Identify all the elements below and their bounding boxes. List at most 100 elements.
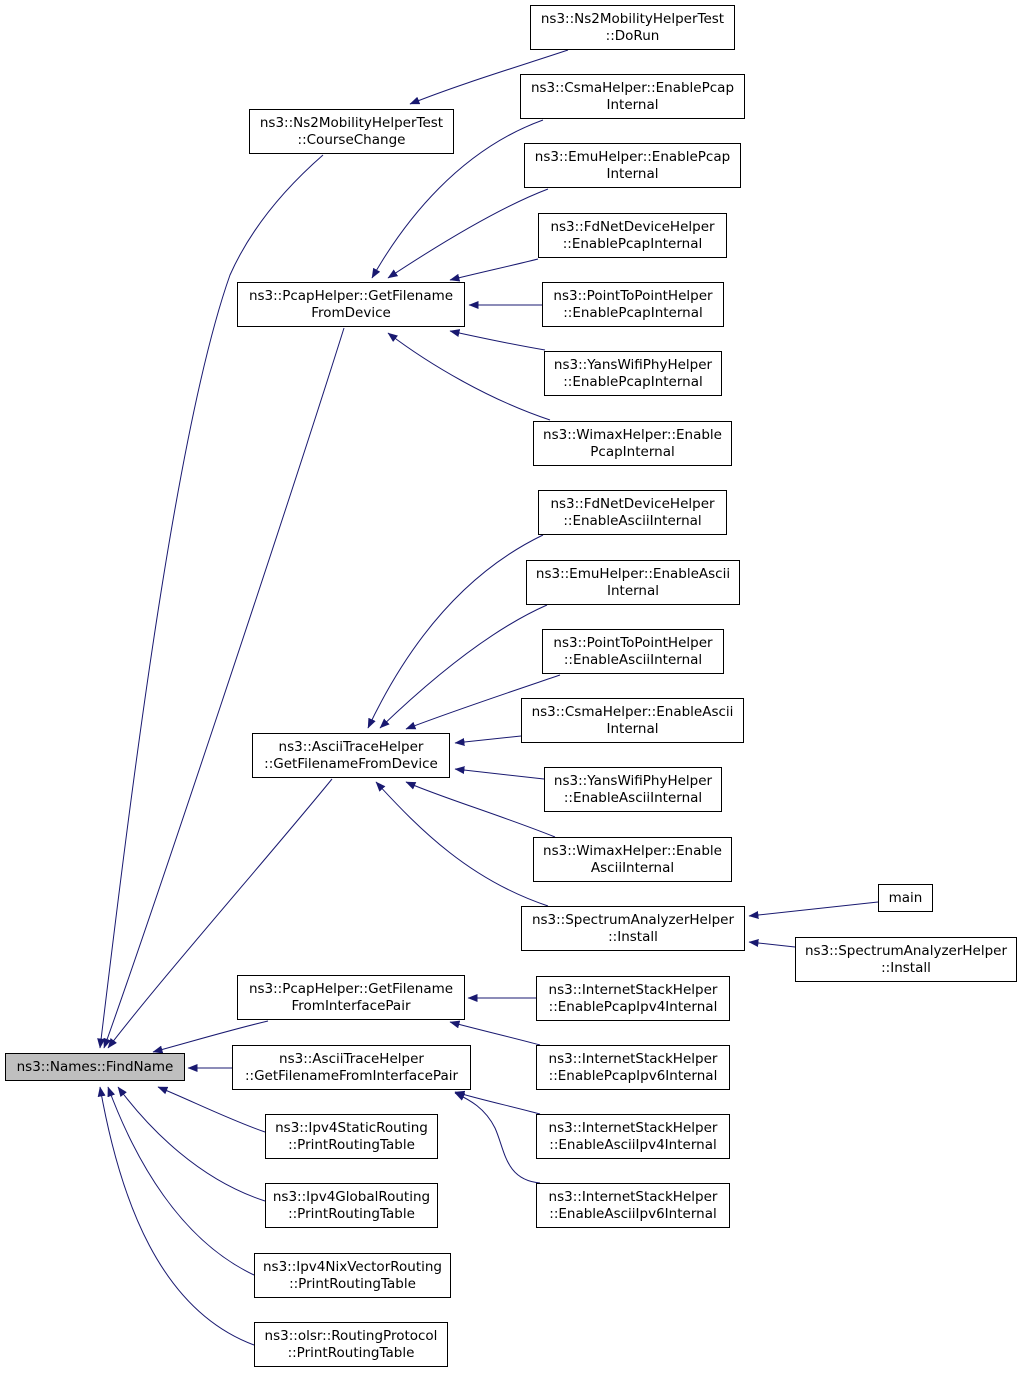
edge-fdpcap-to-pcapdev [449, 258, 539, 282]
node-label-line: ::EnableAsciiIpv6Internal [549, 1205, 717, 1222]
node-label-line: ::PrintRoutingTable [289, 1275, 416, 1292]
edge-p2pascii-to-asciidev [405, 674, 561, 730]
node-label-line: ::GetFilenameFromDevice [264, 755, 438, 772]
edge-wimaxpcap-to-pcapdev [387, 332, 551, 421]
node-label-line: ns3::SpectrumAnalyzerHelper [531, 911, 735, 928]
node-label-line: ns3::InternetStackHelper [548, 981, 718, 998]
root-node[interactable]: ns3::Names::FindName [5, 1053, 185, 1081]
node-label-line: ns3::InternetStackHelper [548, 1188, 718, 1205]
node-label-line: ns3::InternetStackHelper [548, 1050, 718, 1067]
graph-node-ipv4nix[interactable]: ns3::Ipv4NixVectorRouting::PrintRoutingT… [254, 1253, 451, 1298]
graph-node-specinstall2[interactable]: ns3::SpectrumAnalyzerHelper::Install [795, 937, 1017, 982]
node-label-line: ns3::Names::FindName [16, 1058, 174, 1075]
edge-wimaxascii-to-asciidev [405, 781, 556, 838]
node-label-line: ns3::YansWifiPhyHelper [553, 356, 713, 373]
node-label-line: ::EnablePcapInternal [562, 235, 703, 252]
graph-node-ipv4global[interactable]: ns3::Ipv4GlobalRouting::PrintRoutingTabl… [265, 1183, 438, 1228]
node-label-line: ns3::SpectrumAnalyzerHelper [804, 942, 1008, 959]
graph-node-ipv4static[interactable]: ns3::Ipv4StaticRouting::PrintRoutingTabl… [265, 1114, 438, 1159]
node-label-line: ns3::PointToPointHelper [553, 634, 713, 651]
graph-node-ns2course[interactable]: ns3::Ns2MobilityHelperTest::CourseChange [249, 109, 454, 154]
graph-node-fdpcap[interactable]: ns3::FdNetDeviceHelper::EnablePcapIntern… [538, 213, 727, 258]
node-label-line: ns3::YansWifiPhyHelper [553, 772, 713, 789]
graph-node-asciidev[interactable]: ns3::AsciiTraceHelper::GetFilenameFromDe… [252, 733, 450, 778]
node-label-line: ::EnableAsciiInternal [563, 512, 702, 529]
graph-node-specinstall[interactable]: ns3::SpectrumAnalyzerHelper::Install [521, 906, 745, 951]
graph-node-olsr[interactable]: ns3::olsr::RoutingProtocol::PrintRouting… [254, 1322, 448, 1367]
edge-fdascii-to-asciidev [367, 534, 544, 729]
node-label-line: ns3::Ipv4NixVectorRouting [262, 1258, 443, 1275]
graph-node-fdascii[interactable]: ns3::FdNetDeviceHelper::EnableAsciiInter… [538, 490, 727, 535]
edge-emuascii-to-asciidev [379, 604, 548, 729]
node-label-line: Internal [606, 582, 660, 599]
node-label-line: ::GetFilenameFromInterfacePair [244, 1067, 459, 1084]
edge-ipv4global-to-root [117, 1086, 266, 1202]
node-label-line: ::EnableAsciiInternal [563, 789, 703, 806]
node-label-line: ns3::PcapHelper::GetFilename [248, 287, 454, 304]
edge-main-to-specinstall [748, 901, 879, 919]
node-label-line: ns3::FdNetDeviceHelper [550, 218, 715, 235]
node-label-line: ns3::WimaxHelper::Enable [543, 426, 722, 443]
graph-node-instpcap6[interactable]: ns3::InternetStackHelper::EnablePcapIpv6… [536, 1045, 730, 1090]
edge-pcappair-to-root [152, 1020, 269, 1054]
node-label-line: ::EnableAsciiInternal [563, 651, 703, 668]
edge-pcapdev-to-root [103, 327, 345, 1049]
edge-emupcap-to-pcapdev [387, 188, 549, 279]
edge-ipv4nix-to-root [107, 1086, 255, 1276]
edge-specinstall2-to-specinstall [748, 939, 796, 948]
node-label-line: ::CourseChange [297, 131, 406, 148]
graph-node-yansascii[interactable]: ns3::YansWifiPhyHelper::EnableAsciiInter… [544, 767, 722, 812]
node-label-line: ns3::AsciiTraceHelper [278, 738, 424, 755]
edge-olsr-to-root [97, 1086, 255, 1346]
graph-node-instascii4[interactable]: ns3::InternetStackHelper::EnableAsciiIpv… [536, 1114, 730, 1159]
edge-csmaascii-to-asciidev [454, 735, 522, 746]
node-label-line: ns3::CsmaHelper::EnablePcap [530, 79, 735, 96]
node-label-line: ns3::Ipv4StaticRouting [275, 1119, 428, 1136]
graph-node-instascii6[interactable]: ns3::InternetStackHelper::EnableAsciiIpv… [536, 1183, 730, 1228]
graph-node-p2ppcap[interactable]: ns3::PointToPointHelper::EnablePcapInter… [542, 282, 724, 327]
node-label-line: ns3::Ipv4GlobalRouting [272, 1188, 431, 1205]
node-label-line: ::PrintRoutingTable [287, 1344, 415, 1361]
graph-node-asciipair[interactable]: ns3::AsciiTraceHelper::GetFilenameFromIn… [232, 1045, 471, 1090]
node-label-line: ns3::EmuHelper::EnablePcap [534, 148, 731, 165]
node-label-line: FromInterfacePair [291, 997, 411, 1014]
node-label-line: ns3::FdNetDeviceHelper [550, 495, 715, 512]
node-label-line: ::PrintRoutingTable [288, 1136, 415, 1153]
edge-specinstall-to-asciidev [375, 781, 549, 907]
node-label-line: ns3::Ns2MobilityHelperTest [259, 114, 444, 131]
node-label-line: ::EnableAsciiIpv4Internal [549, 1136, 717, 1153]
graph-node-instpcap4[interactable]: ns3::InternetStackHelper::EnablePcapIpv4… [536, 976, 730, 1021]
node-label-line: Internal [606, 96, 659, 113]
node-label-line: ns3::CsmaHelper::EnableAscii [531, 703, 734, 720]
edge-ns2course-to-root [97, 154, 324, 1049]
node-label-line: ::DoRun [605, 27, 660, 44]
graph-node-main[interactable]: main [878, 884, 933, 912]
graph-node-yanspcap[interactable]: ns3::YansWifiPhyHelper::EnablePcapIntern… [544, 351, 722, 396]
graph-node-ns2dorun[interactable]: ns3::Ns2MobilityHelperTest::DoRun [530, 5, 735, 50]
node-label-line: ns3::olsr::RoutingProtocol [264, 1327, 438, 1344]
node-label-line: ns3::PointToPointHelper [553, 287, 713, 304]
node-label-line: ::PrintRoutingTable [288, 1205, 415, 1222]
graph-node-p2pascii[interactable]: ns3::PointToPointHelper::EnableAsciiInte… [542, 629, 724, 674]
node-label-line: ns3::AsciiTraceHelper [279, 1050, 424, 1067]
edge-yanspcap-to-pcapdev [449, 329, 546, 351]
edge-layer [97, 49, 879, 1346]
node-label-line: AsciiInternal [590, 859, 675, 876]
node-label-line: Internal [606, 720, 659, 737]
edge-instascii6-to-asciipair [454, 1092, 541, 1184]
node-label-line: ::EnablePcapIpv6Internal [548, 1067, 718, 1084]
node-label-line: ns3::EmuHelper::EnableAscii [535, 565, 731, 582]
edge-ipv4static-to-root [157, 1086, 266, 1133]
edge-csmapcap-to-pcapdev [371, 119, 544, 279]
node-label-line: main [888, 889, 923, 906]
node-label-line: ns3::PcapHelper::GetFilename [248, 980, 454, 997]
